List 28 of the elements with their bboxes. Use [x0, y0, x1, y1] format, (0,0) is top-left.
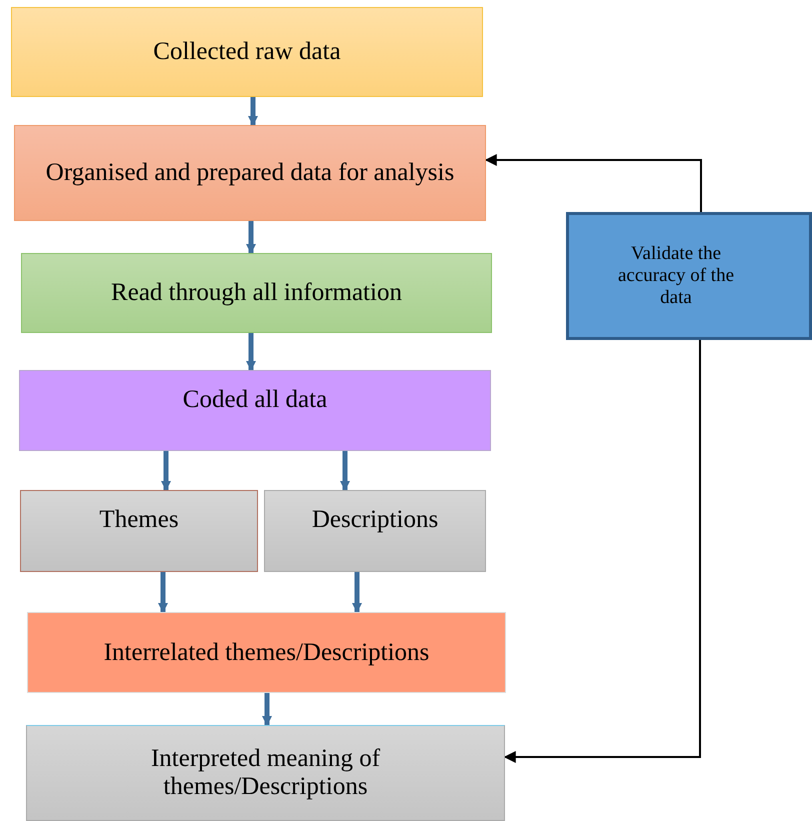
- arrow: [246, 333, 256, 371]
- box-text: Themes: [99, 506, 179, 534]
- box-text: Coded all data: [182, 386, 328, 414]
- box-text: Descriptions: [312, 506, 438, 534]
- arrow: [352, 572, 362, 613]
- box-text: Organised and prepared data for analysis: [46, 159, 454, 187]
- arrow: [504, 340, 701, 763]
- arrow: [248, 97, 258, 126]
- box-text: Validate the accuracy of the data: [616, 243, 736, 309]
- process-box: [264, 490, 486, 572]
- arrow: [340, 451, 350, 491]
- process-box: [20, 490, 258, 572]
- process-box: [14, 125, 486, 221]
- arrow: [246, 221, 256, 254]
- arrow: [158, 572, 168, 613]
- process-box: [566, 212, 812, 340]
- arrow: [484, 154, 702, 212]
- process-box: [19, 370, 491, 451]
- arrow: [262, 693, 272, 726]
- process-box: [27, 612, 506, 693]
- box-text: Collected raw data: [153, 38, 341, 66]
- box-text: Read through all information: [111, 279, 402, 307]
- process-box: [11, 7, 483, 97]
- box-text: Interpreted meaning of themes/Descriptions: [150, 745, 382, 801]
- process-box: [26, 725, 505, 821]
- arrow: [161, 451, 171, 491]
- box-text: Interrelated themes/Descriptions: [104, 638, 430, 666]
- process-box: [21, 253, 492, 333]
